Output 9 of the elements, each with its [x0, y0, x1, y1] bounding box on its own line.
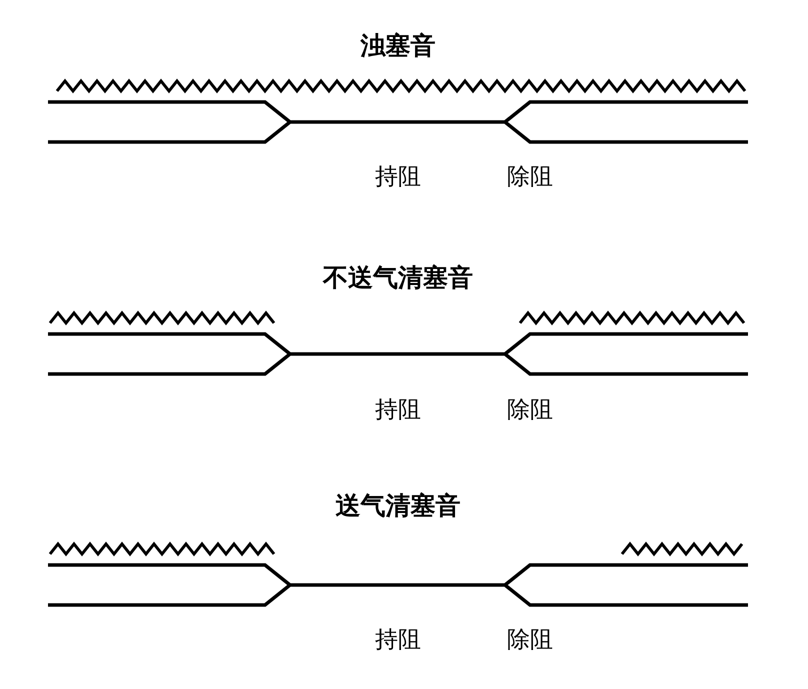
phase-label: 持阻: [375, 163, 421, 192]
phase-label: 除阻: [507, 163, 553, 192]
phase-label: 持阻: [375, 626, 421, 655]
panel-title: 浊塞音: [360, 30, 436, 62]
phase-label: 持阻: [375, 396, 421, 425]
phase-label: 除阻: [507, 626, 553, 655]
phase-label: 除阻: [507, 396, 553, 425]
panel-title: 不送气清塞音: [323, 262, 473, 294]
panel-title: 送气清塞音: [336, 490, 460, 522]
